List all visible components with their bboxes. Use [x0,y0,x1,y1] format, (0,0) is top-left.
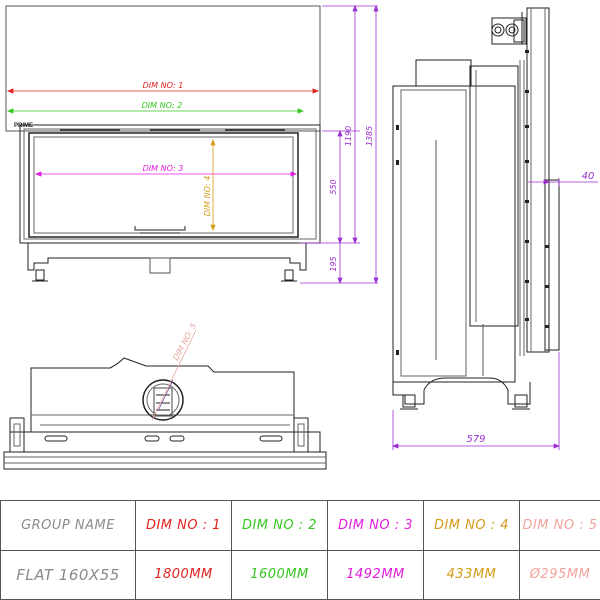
dim2-line [6,108,305,114]
row-dim5: Ø295MM [519,549,600,600]
brand-logo: PRIME [14,123,33,129]
header-dim2: DIM NO : 2 [231,500,328,551]
dim-1385-label: 1385 [365,126,374,146]
header-dim1: DIM NO : 1 [135,500,232,551]
table-row: FLAT 160X55 1800MM 1600MM 1492MM 433MM Ø… [0,549,600,600]
top-view [3,357,327,470]
row-dim3: 1492MM [327,549,424,600]
dim-40-label: 40 [582,171,595,182]
dim4-label: DIM NO: 4 [203,176,212,217]
header-group-name: GROUP NAME [0,500,136,551]
dim4-line [210,138,216,232]
header-dim4: DIM NO : 4 [423,500,520,551]
dim3-line [34,171,298,177]
dim1-label: DIM NO: 1 [143,81,184,90]
row-dim4: 433MM [423,549,520,600]
spec-table: GROUP NAME DIM NO : 1 DIM NO : 2 DIM NO … [0,500,600,600]
side-view [392,7,560,410]
dim2-label: DIM NO: 2 [142,101,183,110]
row-group-name: FLAT 160X55 [0,549,136,600]
header-dim3: DIM NO : 3 [327,500,424,551]
table-header-row: GROUP NAME DIM NO : 1 DIM NO : 2 DIM NO … [0,500,600,551]
dim-195-label: 195 [329,256,338,271]
front-vertical-dims [300,4,379,285]
dim-550-label: 550 [329,179,338,194]
side-dims [391,178,598,450]
row-dim1: 1800MM [135,549,232,600]
dim-579-label: 579 [466,434,485,445]
dim3-label: DIM NO: 3 [143,164,184,173]
dim1-line [6,88,320,94]
front-view [5,5,321,282]
header-dim5: DIM NO : 5 [519,500,600,551]
dim5-line [151,329,197,421]
row-dim2: 1600MM [231,549,328,600]
dim-1190-label: 1190 [344,126,353,146]
technical-drawing: PRIME DIM NO: 1 DIM NO: 2 DIM NO: 3 DIM … [3,4,598,470]
dim5-label: DIM NO: 5 [171,322,198,362]
